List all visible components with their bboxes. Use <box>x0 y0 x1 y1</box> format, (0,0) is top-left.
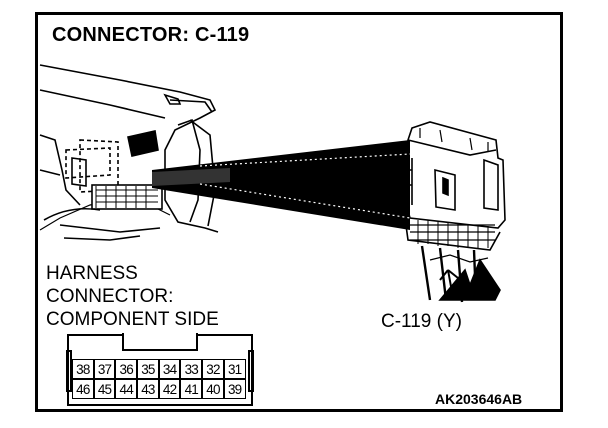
connector-color-label: C-119 (Y) <box>381 311 462 332</box>
pin-row-top: 38 37 36 35 34 33 32 31 <box>72 359 246 379</box>
dashboard-drawing <box>39 64 219 241</box>
projection-beam <box>152 140 411 230</box>
side-notch-left <box>66 350 72 392</box>
pin-cell: 43 <box>137 379 159 399</box>
pin-cell: 42 <box>158 379 181 399</box>
pin-cell: 31 <box>223 359 246 379</box>
connector-title: CONNECTOR: C-119 <box>52 24 250 46</box>
pin-cell: 32 <box>202 359 224 379</box>
harness-label-line-3: COMPONENT SIDE <box>46 309 219 330</box>
connector-drawing <box>400 121 506 303</box>
harness-label-line-1: HARNESS <box>46 263 138 284</box>
pin-cell: 35 <box>137 359 159 379</box>
pin-row-bottom: 46 45 44 43 42 41 40 39 <box>72 379 246 399</box>
pin-rows: 38 37 36 35 34 33 32 31 46 45 44 43 42 4… <box>72 359 246 399</box>
pin-cell: 34 <box>158 359 181 379</box>
harness-label-line-2: CONNECTOR: <box>46 286 174 307</box>
pin-cell: 37 <box>93 359 116 379</box>
pin-cell: 39 <box>223 379 246 399</box>
harness-connector-label: HARNESS CONNECTOR: COMPONENT SIDE <box>46 262 219 331</box>
pin-cell: 36 <box>115 359 138 379</box>
pin-cell: 41 <box>180 379 203 399</box>
pin-cell: 33 <box>180 359 203 379</box>
pin-cell: 38 <box>72 359 94 379</box>
pin-cell: 40 <box>202 379 224 399</box>
pin-cell: 44 <box>115 379 138 399</box>
pin-layout: 38 37 36 35 34 33 32 31 46 45 44 43 42 4… <box>66 333 254 406</box>
pin-cell: 46 <box>72 379 94 399</box>
pin-cell: 45 <box>93 379 116 399</box>
side-notch-right <box>248 350 254 392</box>
locking-tab <box>122 333 198 351</box>
figure-code: AK203646AB <box>435 391 523 407</box>
